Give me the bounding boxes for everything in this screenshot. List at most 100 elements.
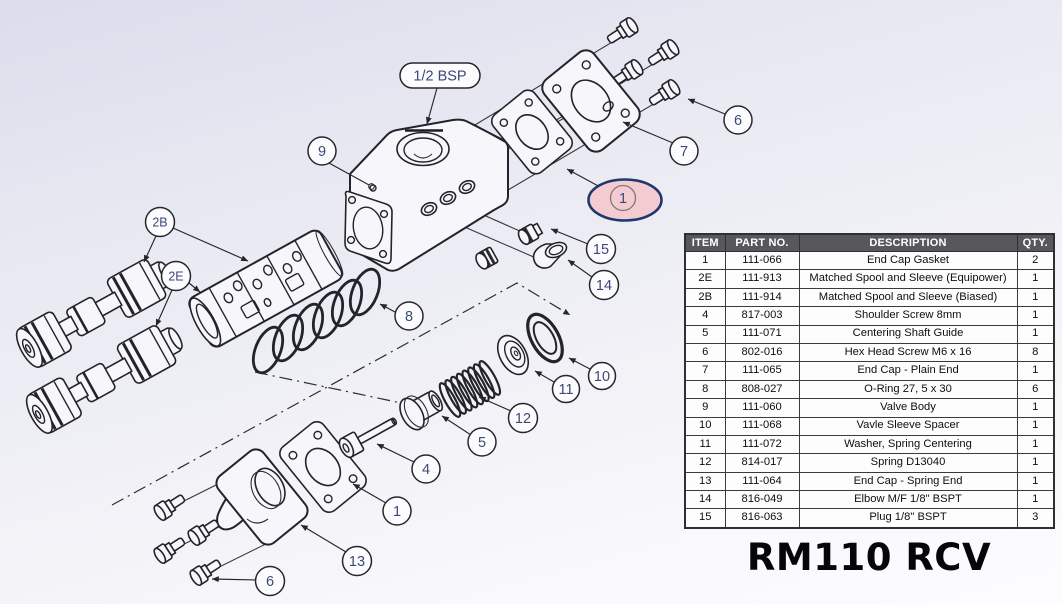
table-cell: 1 [1016,398,1055,418]
table-cell: 111-065 [724,361,800,381]
table-cell: 8 [684,379,726,400]
hex-screw [151,532,189,566]
table-cell: Matched Spool and Sleeve (Biased) [798,287,1018,308]
callout-9-target-dot [369,184,377,192]
callout-label: 2E [168,270,183,284]
table-cell: 111-060 [724,398,800,418]
table-cell: 5 [684,324,726,344]
table-cell: O-Ring 27, 5 x 30 [798,379,1018,400]
table-cell: Elbow M/F 1/8" BSPT [798,490,1018,510]
table-header-cell: QTY. [1016,233,1055,252]
callout-label: 8 [405,309,413,325]
spring [438,360,502,418]
callout-14: 14 [588,269,620,301]
table-cell: 111-068 [724,416,800,436]
callout-8: 8 [394,301,424,331]
callout-6-top: 6 [723,105,753,135]
table-cell: 111-072 [724,434,800,455]
callout-13: 13 [341,545,373,577]
elbow-fitting [532,241,568,269]
callout-11: 11 [551,374,581,404]
end-cap-spring [215,448,309,546]
callout-7: 7 [669,136,699,166]
table-cell: 6 [1016,379,1055,400]
callout-label: 12 [515,411,531,427]
callout-label-highlighted: 1 [619,191,627,207]
table-cell: 808-027 [724,379,800,400]
table-cell: 111-071 [724,324,800,344]
table-cell: End Cap - Spring End [798,471,1018,492]
table-cell: 3 [1016,508,1055,529]
callout-15: 15 [585,233,617,265]
table-cell: 1 [1016,416,1055,436]
table-cell: 11 [684,434,726,455]
table-cell: 1 [1016,471,1055,492]
table-cell: 1 [1016,287,1055,308]
table-cell: 814-017 [724,453,800,473]
table-cell: 1 [1016,361,1055,381]
table-cell: Matched Spool and Sleeve (Equipower) [798,269,1018,289]
table-cell: Washer, Spring Centering [798,434,1018,455]
table-header-cell: PART NO. [724,233,800,252]
port-label: 1/2 BSP [413,69,466,85]
table-cell: 15 [684,508,726,529]
callout-12: 12 [507,402,539,434]
table-cell: 13 [684,471,726,492]
callout-label: 9 [318,144,326,160]
table-cell: 111-913 [724,269,800,289]
table-cell: Centering Shaft Guide [798,324,1018,344]
highlight-annotation: 1 [587,178,663,222]
callout-label: 5 [478,435,486,451]
table-cell: Hex Head Screw M6 x 16 [798,342,1018,363]
o-rings [251,267,382,375]
table-cell: 12 [684,453,726,473]
callout-1-bottom: 1 [382,496,412,526]
table-cell: 1 [1016,434,1055,455]
table-cell: 1 [1016,306,1055,326]
hex-screws-bottom [151,489,225,588]
table-cell: 2E [684,269,726,289]
table-cell: 6 [684,342,726,363]
table-cell: 14 [684,490,726,510]
table-cell: 816-063 [724,508,800,529]
callout-2e: 2E [160,260,192,292]
table-cell: 111-066 [724,250,800,271]
callout-label: 2B [152,216,167,230]
table-cell: End Cap - Plain End [798,361,1018,381]
product-title: RM110 RCV [746,536,992,579]
table-cell: Vavle Sleeve Spacer [798,416,1018,436]
callout-label: 6 [734,113,742,129]
end-cap-gasket-top [490,89,574,175]
table-cell: 111-064 [724,471,800,492]
table-cell: 1 [684,250,726,271]
table-header-cell: ITEM [684,233,726,252]
hex-screw [151,489,189,523]
callout-9: 9 [307,136,337,166]
table-cell: 802-016 [724,342,800,363]
table-cell: 817-003 [724,306,800,326]
table-cell: Spring D13040 [798,453,1018,473]
table-cell: 1 [1016,269,1055,289]
spool-sleeve [188,229,344,348]
callout-label: 13 [349,554,365,570]
table-cell: 1 [1016,490,1055,510]
plug-bspt [517,222,544,246]
end-cap-plain [541,49,641,153]
table-cell: End Cap Gasket [798,250,1018,271]
